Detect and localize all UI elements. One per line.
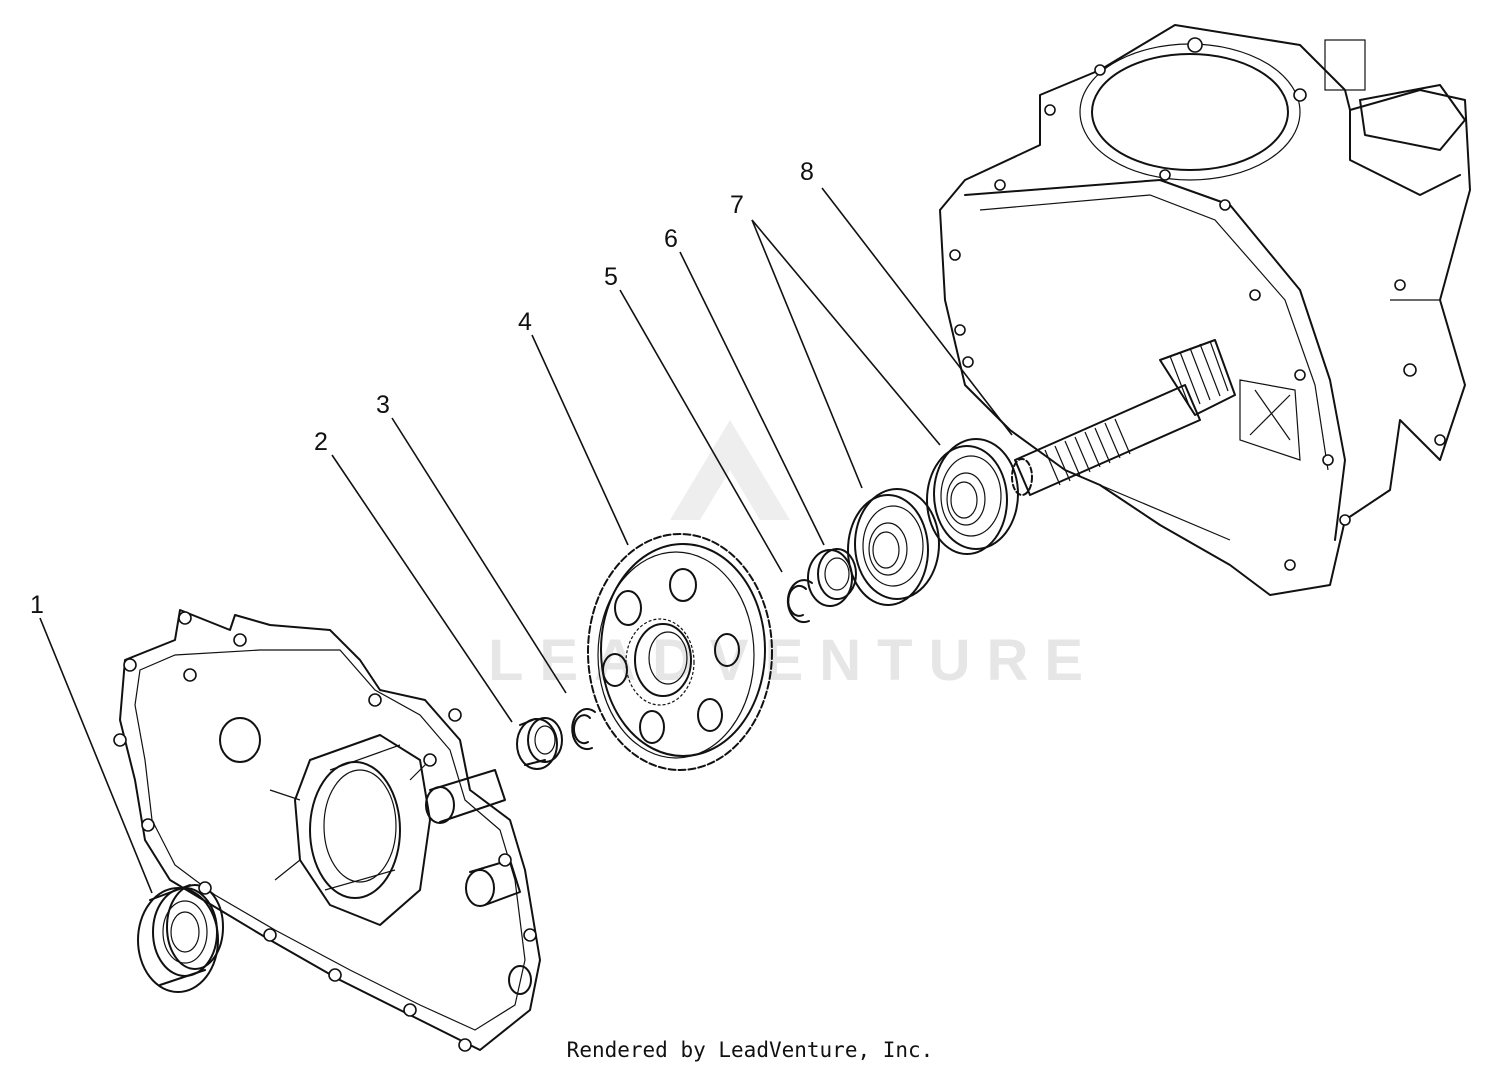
leader-line-2 bbox=[331, 454, 513, 723]
part-6-seal bbox=[807, 548, 857, 607]
callout-4: 4 bbox=[518, 308, 532, 336]
callout-labels: 1 2 3 4 5 6 7 8 bbox=[30, 158, 814, 619]
leader-line-7a bbox=[751, 219, 863, 489]
leader-line-5 bbox=[619, 289, 783, 573]
part-5-snap-ring bbox=[786, 579, 813, 624]
part-4-gear bbox=[587, 533, 773, 771]
part-7-bearing-b bbox=[926, 438, 1019, 555]
watermark-logo-icon bbox=[670, 420, 790, 520]
rendered-by-credit: Rendered by LeadVenture, Inc. bbox=[566, 1038, 934, 1062]
leader-line-7b bbox=[751, 219, 941, 446]
callout-3: 3 bbox=[376, 391, 390, 419]
leader-line-3 bbox=[391, 417, 567, 694]
callout-7: 7 bbox=[730, 191, 744, 219]
leader-line-4 bbox=[531, 334, 629, 546]
part-2-seal bbox=[516, 717, 563, 770]
leader-line-6 bbox=[679, 251, 825, 546]
leader-line-1 bbox=[39, 617, 153, 894]
part-7-bearing-a bbox=[847, 488, 940, 606]
callout-8: 8 bbox=[800, 158, 814, 186]
part-3-snap-ring bbox=[571, 708, 596, 751]
leader-lines bbox=[39, 187, 1013, 894]
callout-6: 6 bbox=[664, 225, 678, 253]
leader-line-8 bbox=[821, 187, 1013, 436]
callout-5: 5 bbox=[604, 263, 618, 291]
part-1-cover-housing bbox=[113, 609, 541, 1052]
callout-1: 1 bbox=[30, 591, 44, 619]
watermark-text: LEADVENTURE bbox=[488, 628, 1099, 693]
gear-shaft bbox=[1011, 339, 1236, 496]
transmission-housing bbox=[939, 24, 1471, 596]
callout-2: 2 bbox=[314, 428, 328, 456]
leadventure-watermark: LEADVENTURE bbox=[488, 420, 1099, 693]
part-1-bearing bbox=[137, 884, 224, 993]
